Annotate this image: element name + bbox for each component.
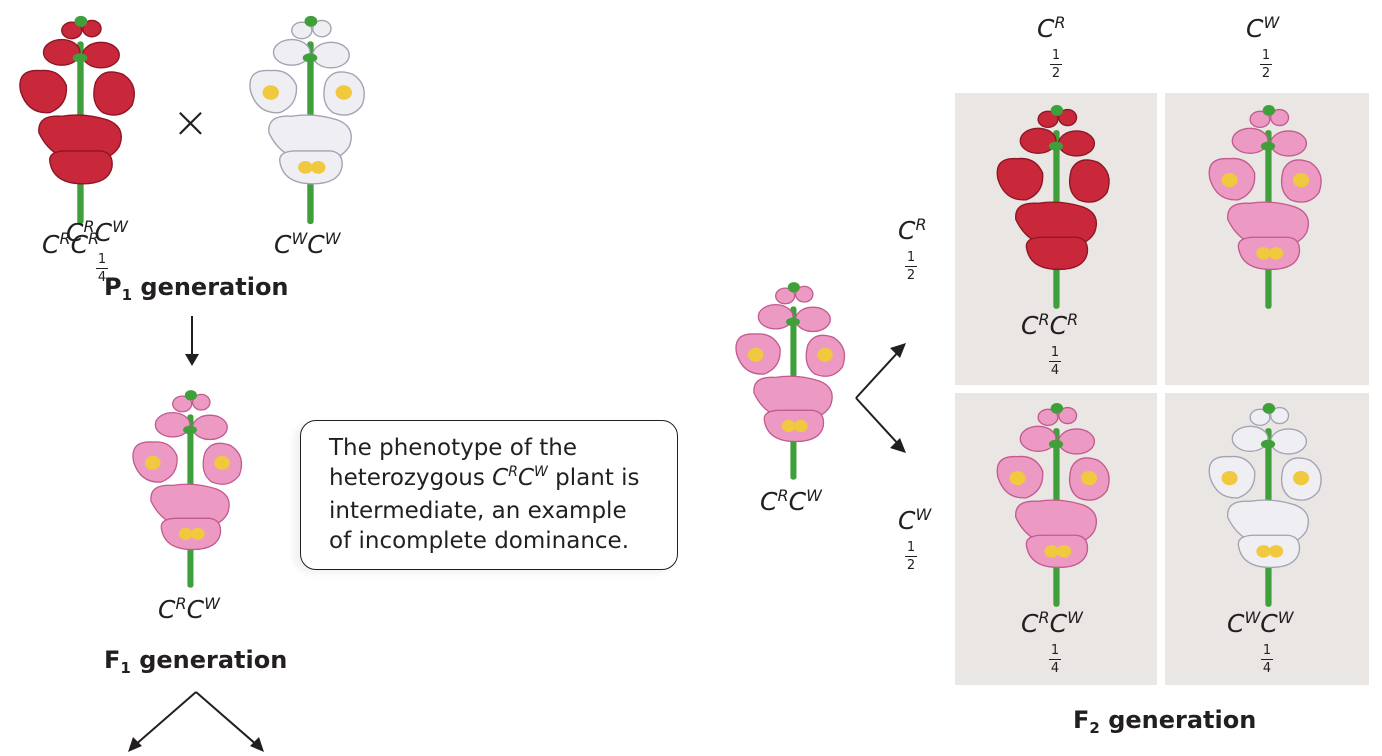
split-arrows-icon bbox=[855, 343, 906, 453]
p1-generation-label: P1 generation bbox=[104, 273, 289, 304]
row-header-1-allele: CR bbox=[898, 215, 927, 245]
phenotype-callout: The phenotype of the heterozygous CRCW p… bbox=[300, 420, 678, 570]
genotype-f1: CRCW bbox=[158, 594, 220, 624]
f1-generation-label: F1 generation bbox=[104, 646, 288, 677]
pink-snapdragon-flower-cell bbox=[1209, 105, 1322, 309]
white-snapdragon-flower bbox=[249, 15, 365, 225]
branch-arrows-icon bbox=[128, 691, 264, 752]
col-header-1-allele: CR bbox=[1037, 13, 1066, 43]
cross-symbol: × bbox=[172, 97, 209, 148]
f2-generation-label: F2 generation bbox=[1073, 706, 1257, 737]
genotype-cell-ww: CWCW bbox=[1227, 608, 1294, 638]
pink-snapdragon-flower-cross bbox=[735, 282, 845, 480]
down-arrow-icon bbox=[185, 316, 199, 366]
genotype-white-parent: CWCW bbox=[274, 229, 341, 259]
callout-line-4: of incomplete dominance. bbox=[329, 528, 630, 554]
genotype-red-parent: CRCR bbox=[42, 229, 100, 259]
genotype-cell-rw-bottom: CRCW bbox=[1021, 608, 1083, 638]
col-header-2-allele: CW bbox=[1246, 13, 1280, 43]
genotype-f1-cross: CRCW bbox=[760, 486, 822, 516]
white-snapdragon-flower-cell bbox=[1209, 403, 1322, 607]
pink-snapdragon-flower bbox=[132, 390, 242, 588]
callout-line-2: heterozygous CRCW plant is bbox=[329, 464, 640, 491]
red-snapdragon-flower-cell bbox=[997, 105, 1110, 309]
punnett-cell-rw-top bbox=[1165, 93, 1369, 385]
row-header-2-allele: CW bbox=[898, 505, 932, 535]
callout-line-1: The phenotype of the bbox=[329, 435, 577, 461]
genotype-cell-rr: CRCR bbox=[1021, 310, 1079, 340]
pink-snapdragon-flower-cell-2 bbox=[997, 403, 1110, 607]
callout-line-3: intermediate, an example bbox=[329, 498, 627, 524]
red-snapdragon-flower bbox=[19, 15, 135, 225]
genotype-cell-rw-top: CRCW bbox=[66, 217, 128, 247]
